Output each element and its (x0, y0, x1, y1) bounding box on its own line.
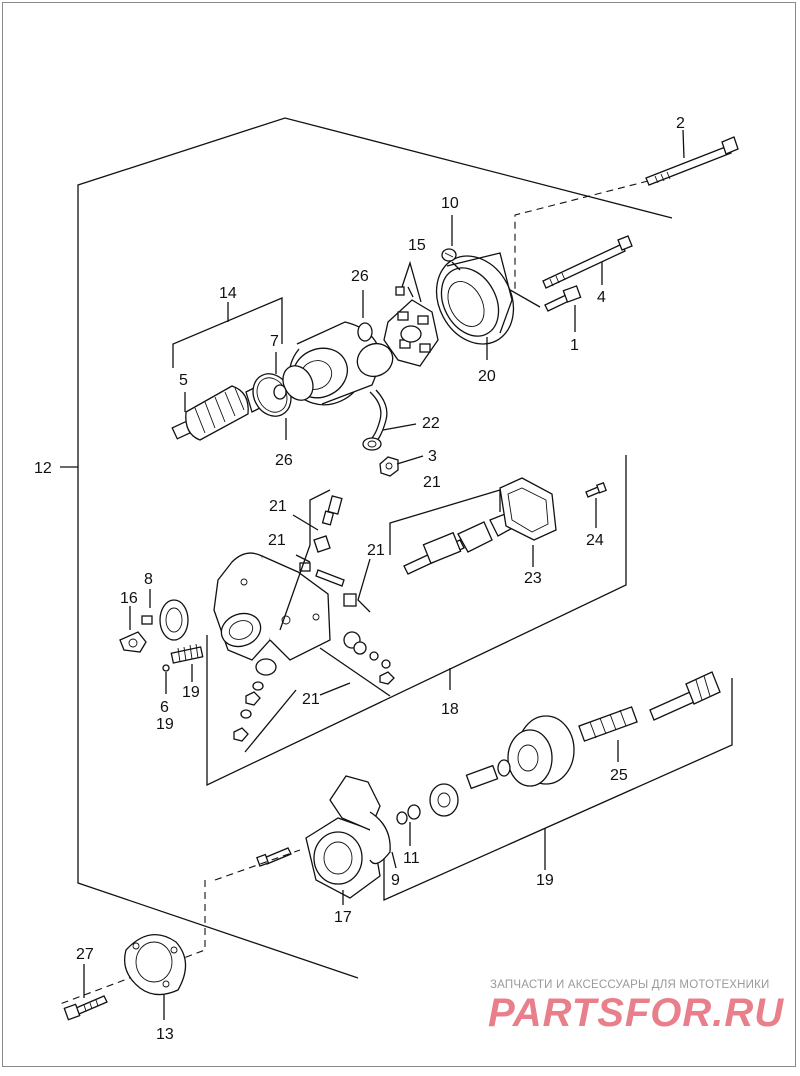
assembly-line-lower (59, 880, 206, 1005)
callout-21-d: 21 (367, 542, 385, 559)
callout-6: 6 (160, 699, 169, 716)
front-housing-17 (305, 775, 397, 905)
plunger-assembly-23 (389, 477, 557, 575)
assembly-outline-19 (383, 678, 733, 902)
callout-26-lower: 26 (275, 452, 293, 469)
callout-23: 23 (524, 570, 542, 587)
callout-9: 9 (391, 872, 400, 889)
callout-3: 3 (428, 448, 437, 465)
callout-15: 15 (408, 237, 426, 254)
callout-19-assembly: 19 (536, 872, 554, 889)
callout-8: 8 (144, 571, 153, 588)
callout-27: 27 (76, 946, 94, 963)
screw-24 (585, 482, 607, 528)
callout-19-spring: 19 (182, 684, 200, 701)
callout-22: 22 (422, 415, 440, 432)
callout-12: 12 (34, 460, 52, 477)
callout-7: 7 (270, 333, 279, 350)
solenoid-housing (213, 552, 331, 661)
callout-21-c: 21 (268, 532, 286, 549)
brush-holder-15 (383, 260, 439, 367)
callout-21-b: 21 (269, 498, 287, 515)
callout-10: 10 (441, 195, 459, 212)
assembly-outline-18 (206, 455, 627, 787)
lead-wire-22 (362, 389, 417, 451)
snap-rings-11 (396, 804, 421, 846)
bolt-27 (63, 964, 108, 1021)
callout-2: 2 (676, 115, 685, 132)
callout-14: 14 (219, 285, 237, 302)
clutch-gear (507, 715, 575, 787)
watermark-caption: ЗАПЧАСТИ И АКСЕССУАРЫ ДЛЯ МОТОТЕХНИКИ (490, 979, 770, 991)
screw-1 (504, 285, 582, 332)
callout-18: 18 (441, 701, 459, 718)
callout-5: 5 (179, 372, 188, 389)
callout-25: 25 (610, 767, 628, 784)
callout-16: 16 (120, 590, 138, 607)
through-bolt-2 (645, 129, 739, 186)
rings-7-26 (252, 352, 314, 440)
small-spring (465, 759, 511, 790)
watermark-logo: PARTSFOR.RU (488, 991, 784, 1035)
callout-24: 24 (586, 532, 604, 549)
gasket-13 (123, 934, 187, 1020)
pin-16 (141, 615, 153, 625)
ball-6 (162, 664, 170, 694)
callout-13: 13 (156, 1026, 174, 1043)
clutch-16 (119, 606, 147, 653)
end-cover-20 (435, 252, 515, 360)
callout-20: 20 (478, 368, 496, 385)
contact-parts-21 (279, 489, 371, 631)
assembly-outline-12 (60, 117, 673, 979)
spring-25 (578, 706, 638, 762)
pinion (429, 783, 459, 817)
callout-21-a: 21 (423, 474, 441, 491)
callout-26: 26 (351, 268, 369, 285)
callout-17: 17 (334, 909, 352, 926)
callout-19-ball: 19 (156, 716, 174, 733)
assembly-line (514, 180, 649, 290)
spring-19 (170, 643, 204, 682)
pinion-gear-8 (149, 589, 189, 641)
callout-21-e: 21 (302, 691, 320, 708)
callout-1: 1 (570, 337, 579, 354)
assembly-line-bolt (214, 849, 301, 881)
bolt-4 (542, 235, 633, 289)
nut-3 (379, 455, 424, 477)
callout-4: 4 (597, 289, 606, 306)
yoke-assembly (289, 290, 394, 406)
callout-11: 11 (403, 850, 420, 867)
output-shaft (649, 671, 721, 721)
small-parts-21 (233, 631, 395, 753)
cap-10 (441, 215, 461, 271)
